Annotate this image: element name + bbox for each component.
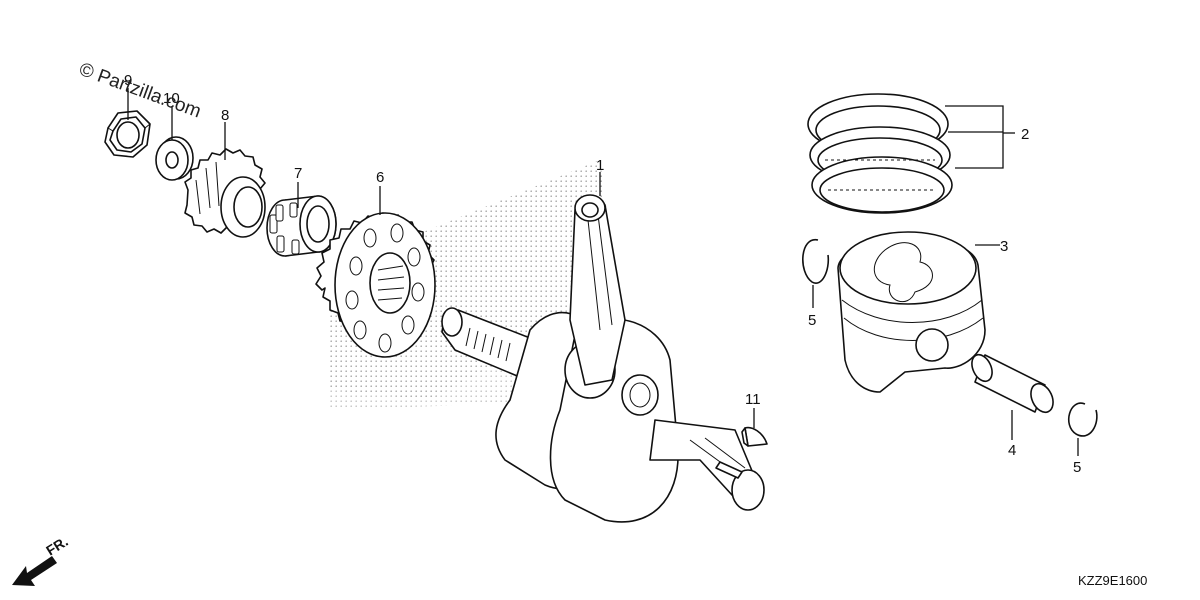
callout-2[interactable]: 2 — [1021, 126, 1029, 143]
washer-part[interactable] — [155, 136, 194, 181]
circlip-left-part[interactable] — [802, 239, 830, 284]
circlip-right-part[interactable] — [1067, 402, 1098, 437]
callout-8[interactable]: 8 — [221, 107, 229, 124]
callout-6[interactable]: 6 — [376, 169, 384, 186]
needle-bearing-part[interactable] — [266, 195, 337, 257]
gear-large-part[interactable] — [315, 212, 436, 358]
callouts: 1 2 3 4 5 5 6 7 8 9 10 11 — [124, 72, 1081, 476]
diagram-code: KZZ9E1600 — [1078, 573, 1147, 588]
crankshaft-part[interactable] — [441, 194, 765, 523]
callout-5-left[interactable]: 5 — [808, 312, 816, 329]
callout-7[interactable]: 7 — [294, 165, 302, 182]
gear-small-part[interactable] — [184, 148, 266, 238]
callout-10[interactable]: 10 — [163, 90, 180, 107]
piston-part[interactable] — [837, 231, 986, 393]
leader-lines — [127, 88, 1079, 456]
piston-rings-part[interactable] — [807, 93, 953, 214]
callout-1[interactable]: 1 — [596, 157, 604, 174]
nut-part[interactable] — [104, 110, 151, 158]
callout-11[interactable]: 11 — [745, 391, 761, 408]
callout-3[interactable]: 3 — [1000, 238, 1008, 255]
callout-5-right[interactable]: 5 — [1073, 459, 1081, 476]
callout-9[interactable]: 9 — [124, 72, 132, 89]
front-arrow: FR. — [12, 533, 71, 586]
callout-4[interactable]: 4 — [1008, 442, 1016, 459]
front-arrow-icon — [12, 556, 57, 586]
front-marker-label: FR. — [43, 533, 71, 559]
woodruff-key-part[interactable] — [741, 426, 768, 447]
piston-pin-part[interactable] — [968, 352, 1057, 416]
